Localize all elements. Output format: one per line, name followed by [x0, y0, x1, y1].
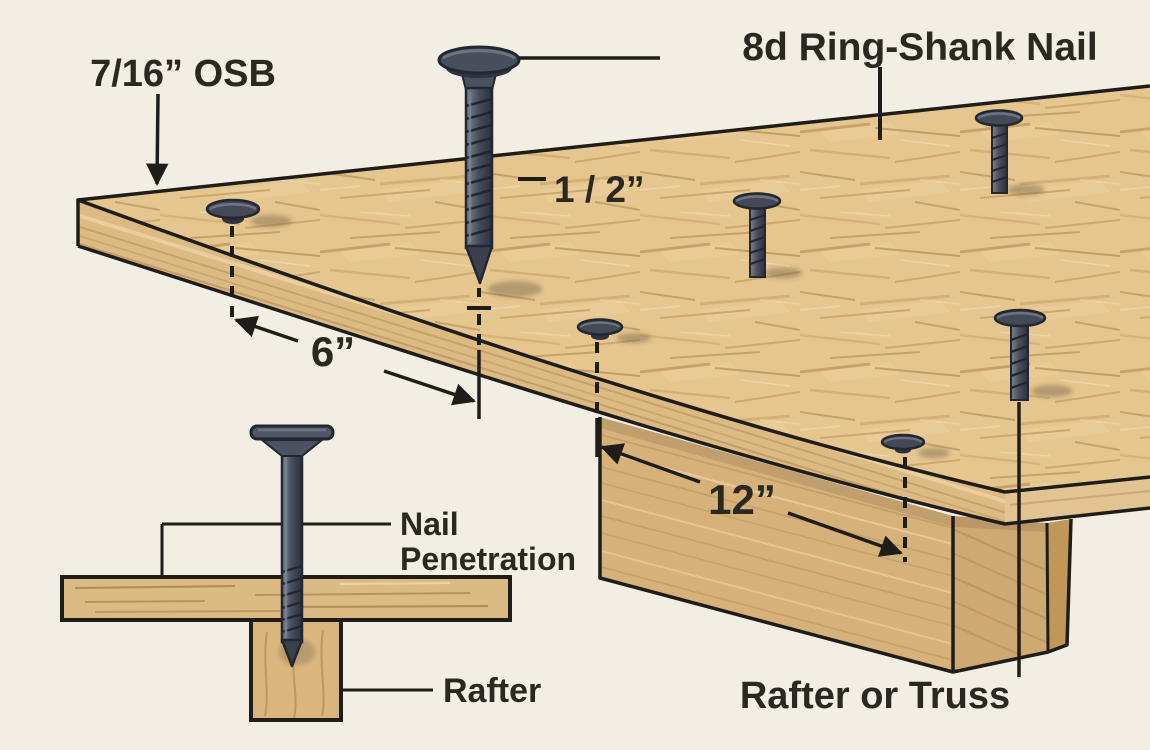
- ring-shank-nail-back: [974, 109, 1024, 194]
- osb-arrow: [145, 93, 169, 187]
- ring-shank-nail-right: [993, 308, 1047, 401]
- label-6in: 6”: [311, 328, 355, 375]
- label-rafter-or-truss: Rafter or Truss: [740, 402, 1021, 717]
- rafter-text: Rafter: [443, 672, 541, 710]
- label-nail-penetration: Nail Penetration: [306, 506, 576, 577]
- osb-panel: [76, 84, 1150, 526]
- osb-thickness-text: 7/16” OSB: [90, 53, 276, 95]
- rafter-beam: [598, 417, 1073, 674]
- dimension-lines: [230, 226, 907, 562]
- featured-ring-shank-nail: [437, 45, 521, 285]
- flush-nail-2: [576, 318, 624, 340]
- rafter-end-face: [953, 516, 1071, 672]
- dimension-12in: 12”: [600, 443, 903, 557]
- dimension-6in: 6”: [234, 315, 476, 406]
- nail-penetration-line2: Penetration: [400, 541, 576, 577]
- label-osb: 7/16” OSB: [90, 53, 276, 187]
- flush-nail-1: [205, 198, 261, 224]
- half-inch-text: 1 / 2”: [554, 169, 645, 210]
- label-half-inch: 1 / 2”: [518, 169, 645, 210]
- rafter-truss-text: Rafter or Truss: [740, 675, 1010, 717]
- label-ring-shank-nail: 8d Ring-Shank Nail: [519, 26, 1098, 140]
- inset-rafter: [249, 620, 343, 722]
- nail-penetration-line1: Nail: [400, 506, 459, 542]
- label-rafter: Rafter: [341, 672, 541, 710]
- inset-nail: [249, 424, 335, 668]
- osb-top-face: [78, 86, 1150, 492]
- nail-type-text: 8d Ring-Shank Nail: [742, 26, 1097, 69]
- inset-cross-section: Nail Penetration Rafter: [60, 424, 576, 722]
- ring-shank-nail-mid: [732, 192, 782, 278]
- nail-shadows: [250, 184, 1073, 458]
- flush-nail-3: [880, 433, 926, 454]
- label-12in: 12”: [708, 476, 776, 523]
